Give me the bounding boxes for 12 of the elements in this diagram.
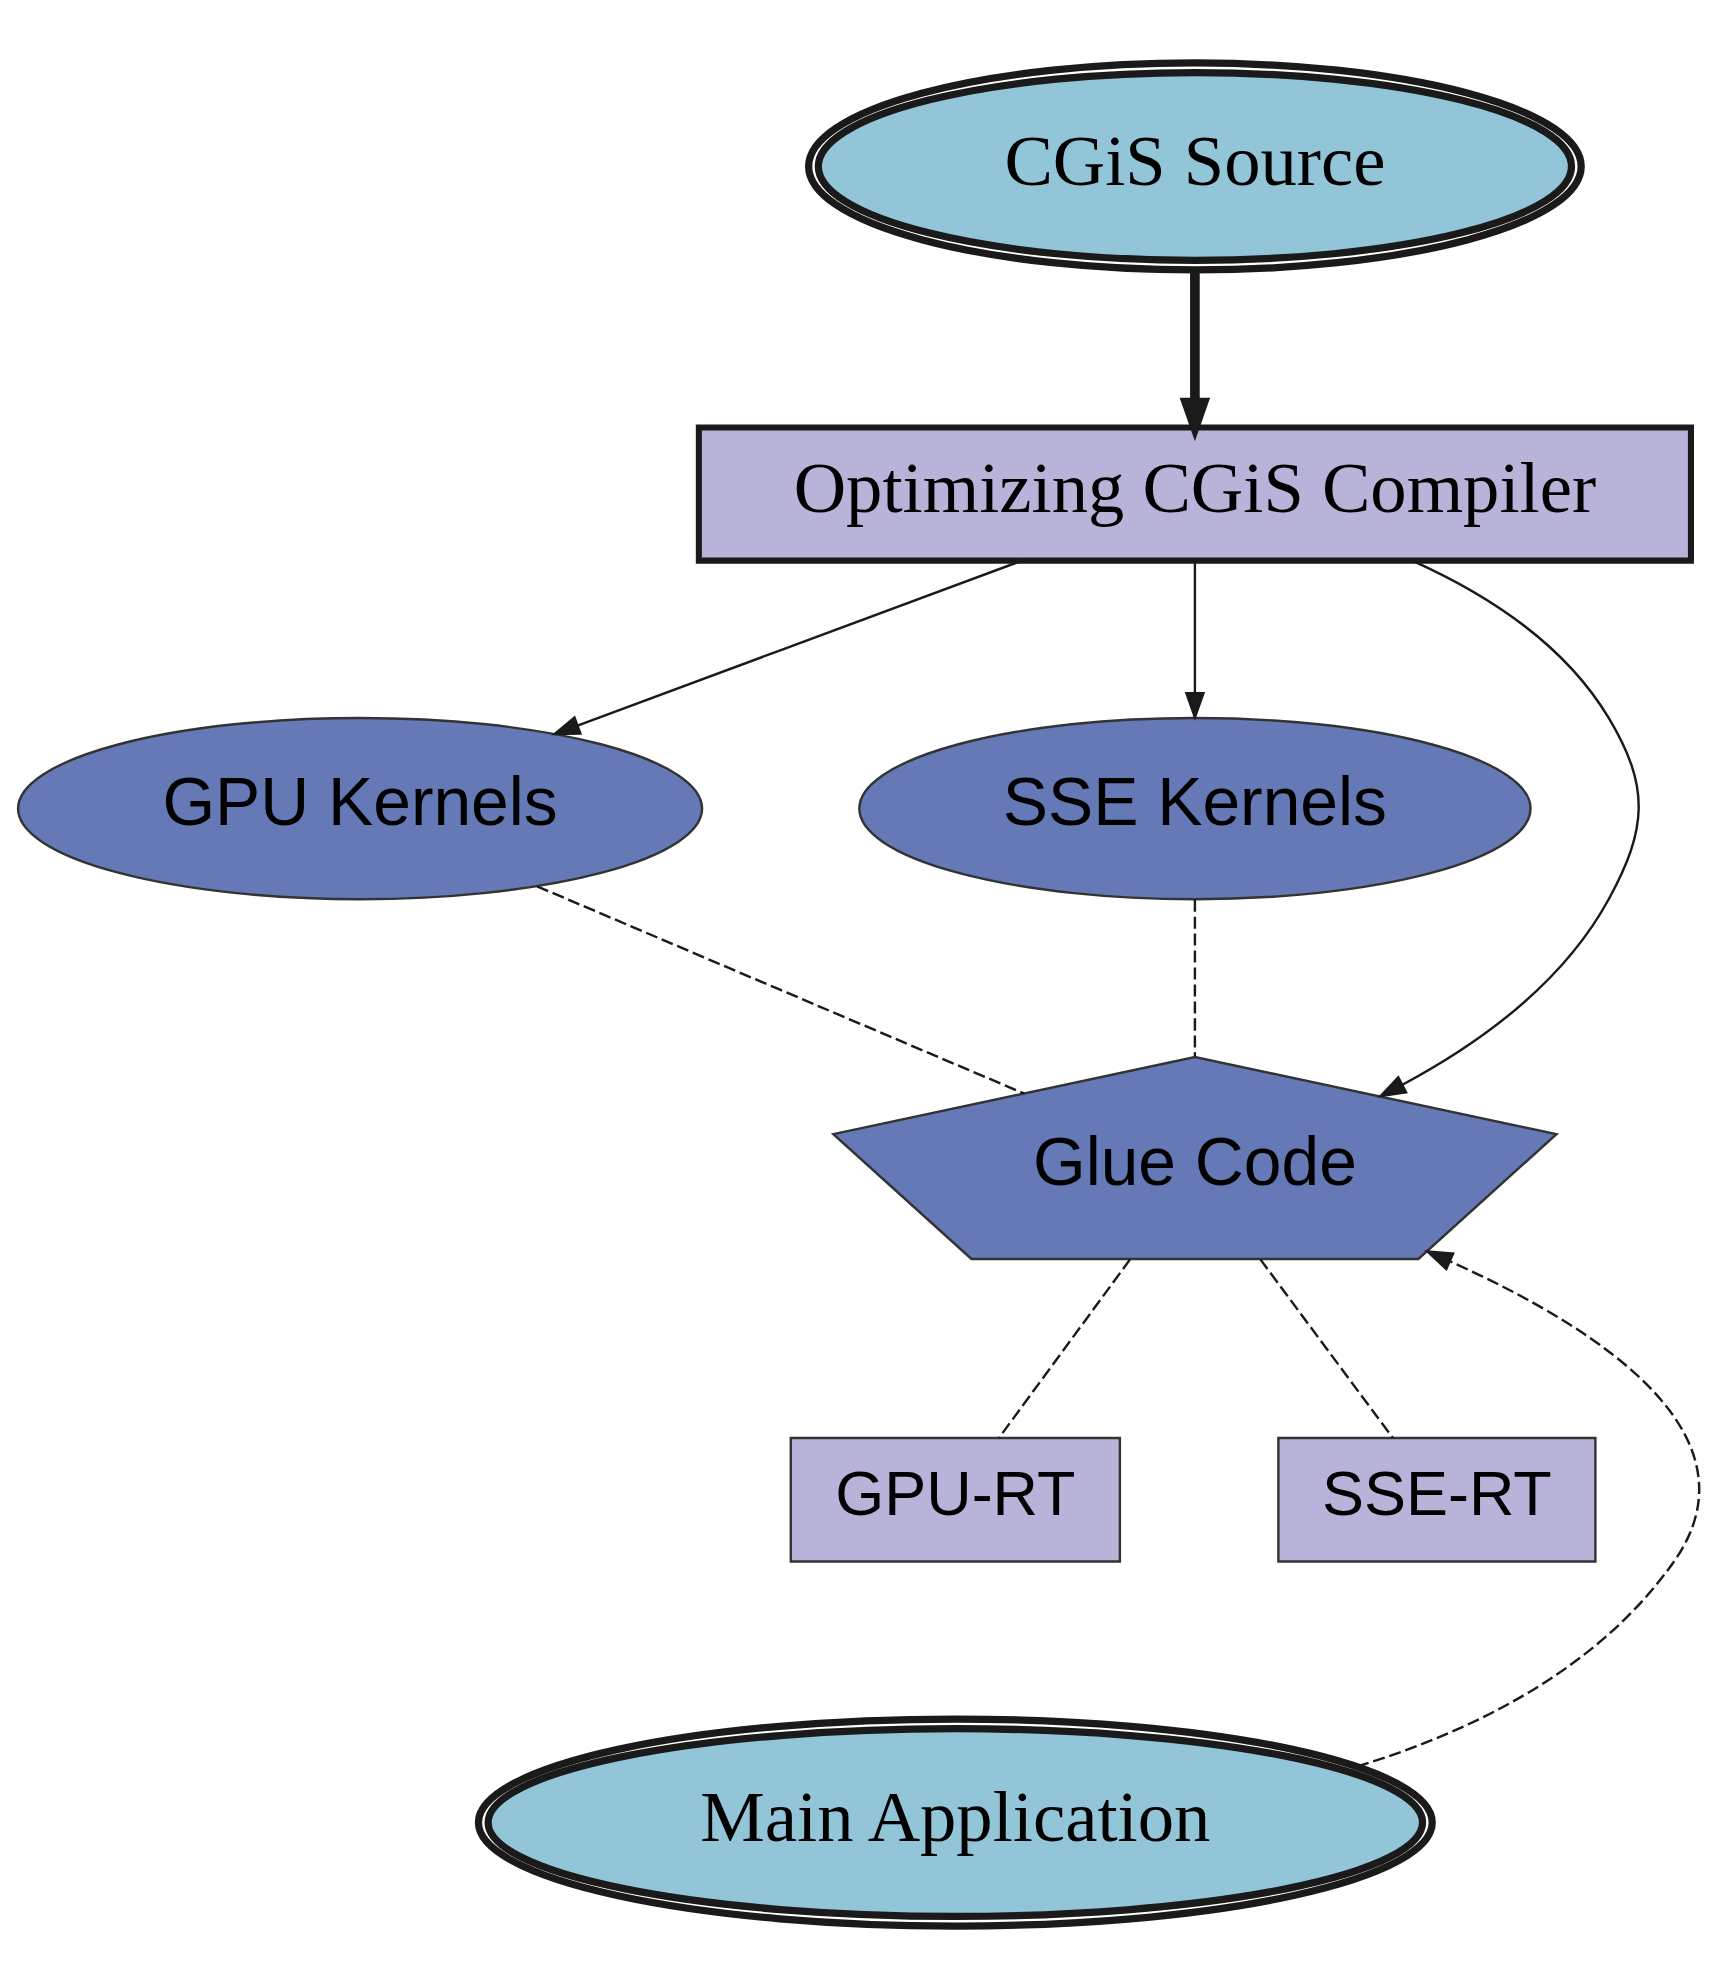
connector	[998, 1258, 1132, 1439]
node-box: GPU-RT	[789, 1436, 1122, 1563]
connector	[1259, 1258, 1394, 1439]
connector	[536, 884, 1025, 1095]
node-ellipse: SSE Kernels	[858, 716, 1532, 900]
node-box: SSE-RT	[1277, 1436, 1597, 1563]
connector	[1193, 899, 1197, 1056]
node-ellipse: CGiS Source	[805, 58, 1585, 274]
arrow	[1179, 270, 1211, 441]
node-box: Optimizing CGiS Compiler	[695, 424, 1694, 564]
node-ellipse: Main Application	[474, 1714, 1436, 1930]
arrow	[1184, 560, 1206, 721]
